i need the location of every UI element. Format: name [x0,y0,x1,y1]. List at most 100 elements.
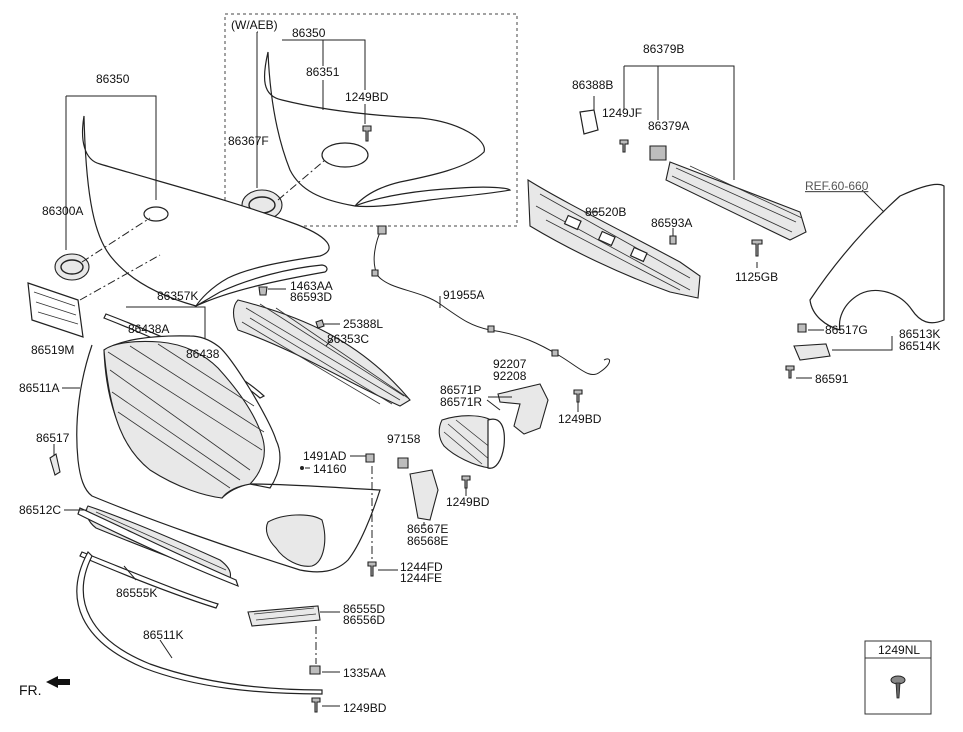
label-86353c: 86353C [327,332,369,346]
screw-1491ad-icon [365,453,375,463]
label-1244fd: 1244FD [400,560,443,574]
label-86512c: 86512C [19,503,61,517]
bracket-mesh [241,303,409,405]
grille-sensor-blank [143,206,169,222]
grille-garnish [81,115,330,307]
label-1491ad: 1491AD [303,449,347,463]
label-86517g: 86517G [825,323,868,337]
label-86514k: 86514K [899,339,940,353]
clip-25388l-icon [315,319,325,329]
fog-lamp-bracket-86567e [409,469,439,521]
label-86388b: 86388B [572,78,613,92]
grille-garnish-lip [354,186,512,208]
lower-bracket-86555d [247,605,321,627]
emblem-h [60,259,84,275]
absorber-slot-1 [563,214,582,231]
side-reflector [49,453,61,476]
label-92208: 92208 [493,369,527,383]
bumper-back-beam [665,161,807,241]
back-beam-ribs [671,165,803,233]
leader-86350-top [282,39,366,90]
leader-86555k [123,565,137,581]
wiring-clip-1-icon [371,269,379,277]
label-w-aeb: (W/AEB) [231,18,278,32]
label-86511a: 86511A [19,381,59,395]
label-1335aa: 1335AA [343,666,386,680]
screw-1249bd-mid-icon [461,475,471,489]
label-ref-fender: REF.60-660 [805,179,869,193]
label-1249bd-mid: 1249BD [446,495,490,509]
label-86571p: 86571P [440,383,481,397]
label-86591: 86591 [815,372,849,386]
label-1249jf: 1249JF [602,106,642,120]
label-1463aa: 1463AA [290,279,333,293]
label-86568e: 86568E [407,534,448,548]
clip-86593a-icon [669,235,677,245]
label-14160: 14160 [313,462,347,476]
license-plate-bracket [27,282,84,338]
leader-86571p [486,399,501,411]
label-86350-left: 86350 [96,72,130,86]
label-86517: 86517 [36,431,70,445]
label-86511k: 86511K [143,628,183,642]
leader-86379b [624,65,735,180]
clip-86517g-icon [797,323,807,333]
clip-97158-icon [397,457,409,469]
lower-bracket-ribs [253,607,317,621]
label-86438a: 86438A [128,322,169,336]
sensor-bracket-86379a-icon [649,145,667,161]
side-bracket-86513k [793,343,831,361]
leader-86511k [159,639,173,659]
label-86300a: 86300A [42,204,83,218]
label-86556d: 86556D [343,613,385,627]
absorber-ribs [535,193,691,291]
centerline-bracket [79,254,161,301]
label-1249bd-bottom: 1249BD [343,701,387,715]
leader-86513k [832,336,893,351]
skid-plate [79,551,219,609]
label-86351: 86351 [306,65,340,79]
label-86379a: 86379A [648,119,689,133]
label-25388l: 25388L [343,317,383,331]
centerline-emblem-aeb [277,159,326,201]
label-86555k: 86555K [116,586,157,600]
lower-lip-86512c [77,507,239,588]
label-91955a: 91955A [443,288,484,302]
grille-garnish-lip-left [195,264,328,307]
label-86438: 86438 [186,347,220,361]
fog-lamp-bracket-92207 [497,383,549,435]
centerline-emblem [81,217,151,263]
clip-1335aa-icon [309,665,321,675]
grille-mesh [107,343,265,489]
label-92207: 92207 [493,357,527,371]
bracket-86388b [579,109,599,135]
aeb-sensor-window [321,142,369,168]
leader-ref-fender [861,189,885,213]
bracket-ribs [33,291,79,325]
leader-86350-left [66,95,157,200]
grille-garnish-aeb [263,51,485,207]
screw-1249jf-icon [619,139,629,153]
clip-14160-icon [300,466,304,470]
absorber-slot-3 [629,246,648,263]
wiring-clip-2-icon [487,325,495,333]
front-fender [809,183,945,331]
leader-86353c [325,338,333,347]
lower-molding [76,551,323,695]
front-direction-arrow-icon [46,676,70,688]
absorber-slot-2 [597,230,616,247]
fog-lamp-bezel-side [487,418,505,469]
label-86555d: 86555D [343,602,385,616]
fog-lamp-opening [265,514,326,567]
legend-part-label: 1249NL [878,643,920,657]
emblem [54,253,90,281]
label-1249bd-grille: 1249BD [345,90,389,104]
label-1125gb: 1125GB [735,270,778,284]
wiring-clip-3-icon [551,349,559,357]
label-fr: FR. [19,682,42,698]
label-86571r: 86571R [440,395,482,409]
label-86519m: 86519M [31,343,74,357]
label-86520b: 86520B [585,205,626,219]
wiring-connector-top-icon [377,225,387,235]
